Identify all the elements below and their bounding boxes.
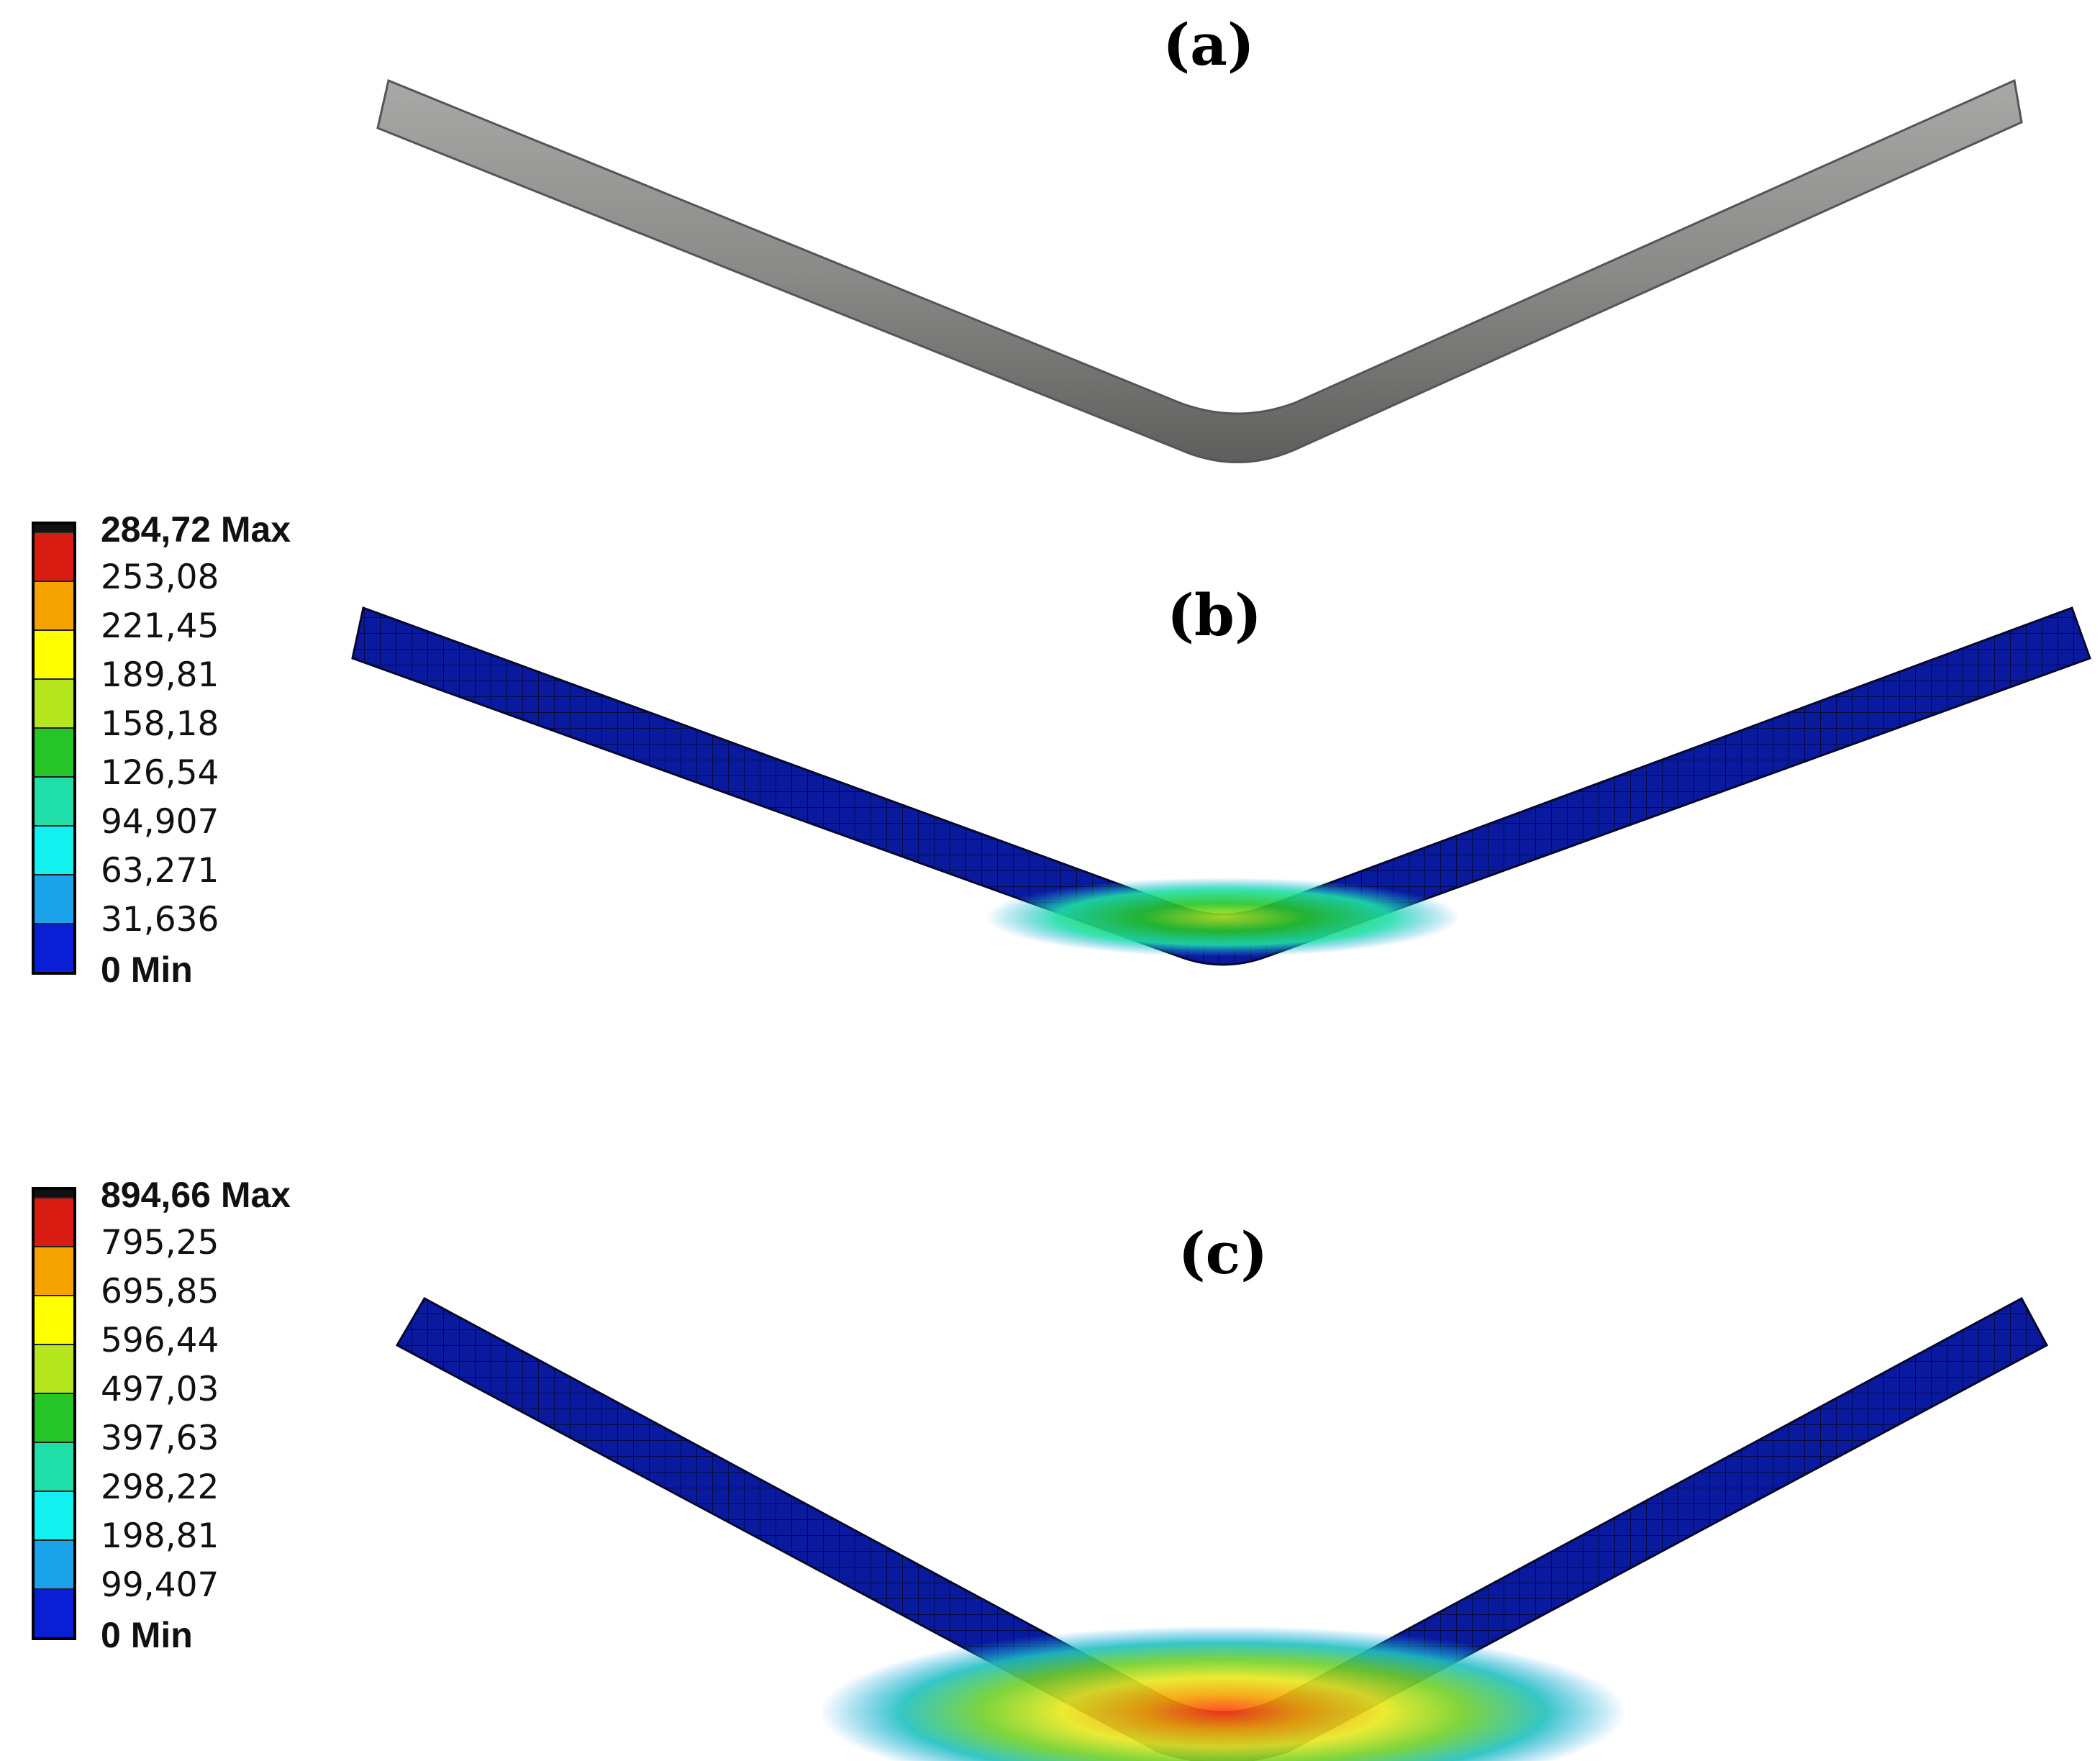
legend-tick-c: 397,63 [101,1419,219,1458]
color-scale-b [32,522,76,975]
legend-tick-c: 795,25 [101,1223,219,1262]
bent-specimen-photo [376,78,2023,463]
stress-concentration-b [986,878,1460,957]
color-scale-c [32,1187,76,1640]
legend-max-b: 284,72 Max [101,509,291,550]
fea-mesh-b [351,606,2091,966]
stress-concentration-c [820,1626,1626,1761]
legend-tick-c: 695,85 [101,1272,219,1311]
legend-min-c: 0 Min [101,1615,193,1655]
panel-label-c: (c) [1178,1219,1268,1287]
panel-label-b: (b) [1167,581,1262,649]
legend-tick-c: 99,407 [101,1565,219,1605]
legend-tick-b: 31,636 [101,900,219,939]
panel-label-a: (a) [1163,11,1255,78]
legend-min-b: 0 Min [101,950,193,990]
legend-tick-b: 158,18 [101,704,219,744]
legend-tick-c: 198,81 [101,1516,219,1556]
legend-tick-b: 94,907 [101,802,219,842]
legend-tick-b: 253,08 [101,558,219,597]
legend-tick-c: 497,03 [101,1370,219,1409]
fea-mesh-c [395,1296,2049,1761]
legend-tick-b: 189,81 [101,655,219,695]
legend-tick-c: 298,22 [101,1468,219,1507]
legend-tick-b: 126,54 [101,753,219,793]
legend-tick-c: 596,44 [101,1321,219,1360]
legend-max-c: 894,66 Max [101,1175,291,1215]
legend-tick-b: 221,45 [101,606,219,646]
legend-tick-b: 63,271 [101,851,219,891]
